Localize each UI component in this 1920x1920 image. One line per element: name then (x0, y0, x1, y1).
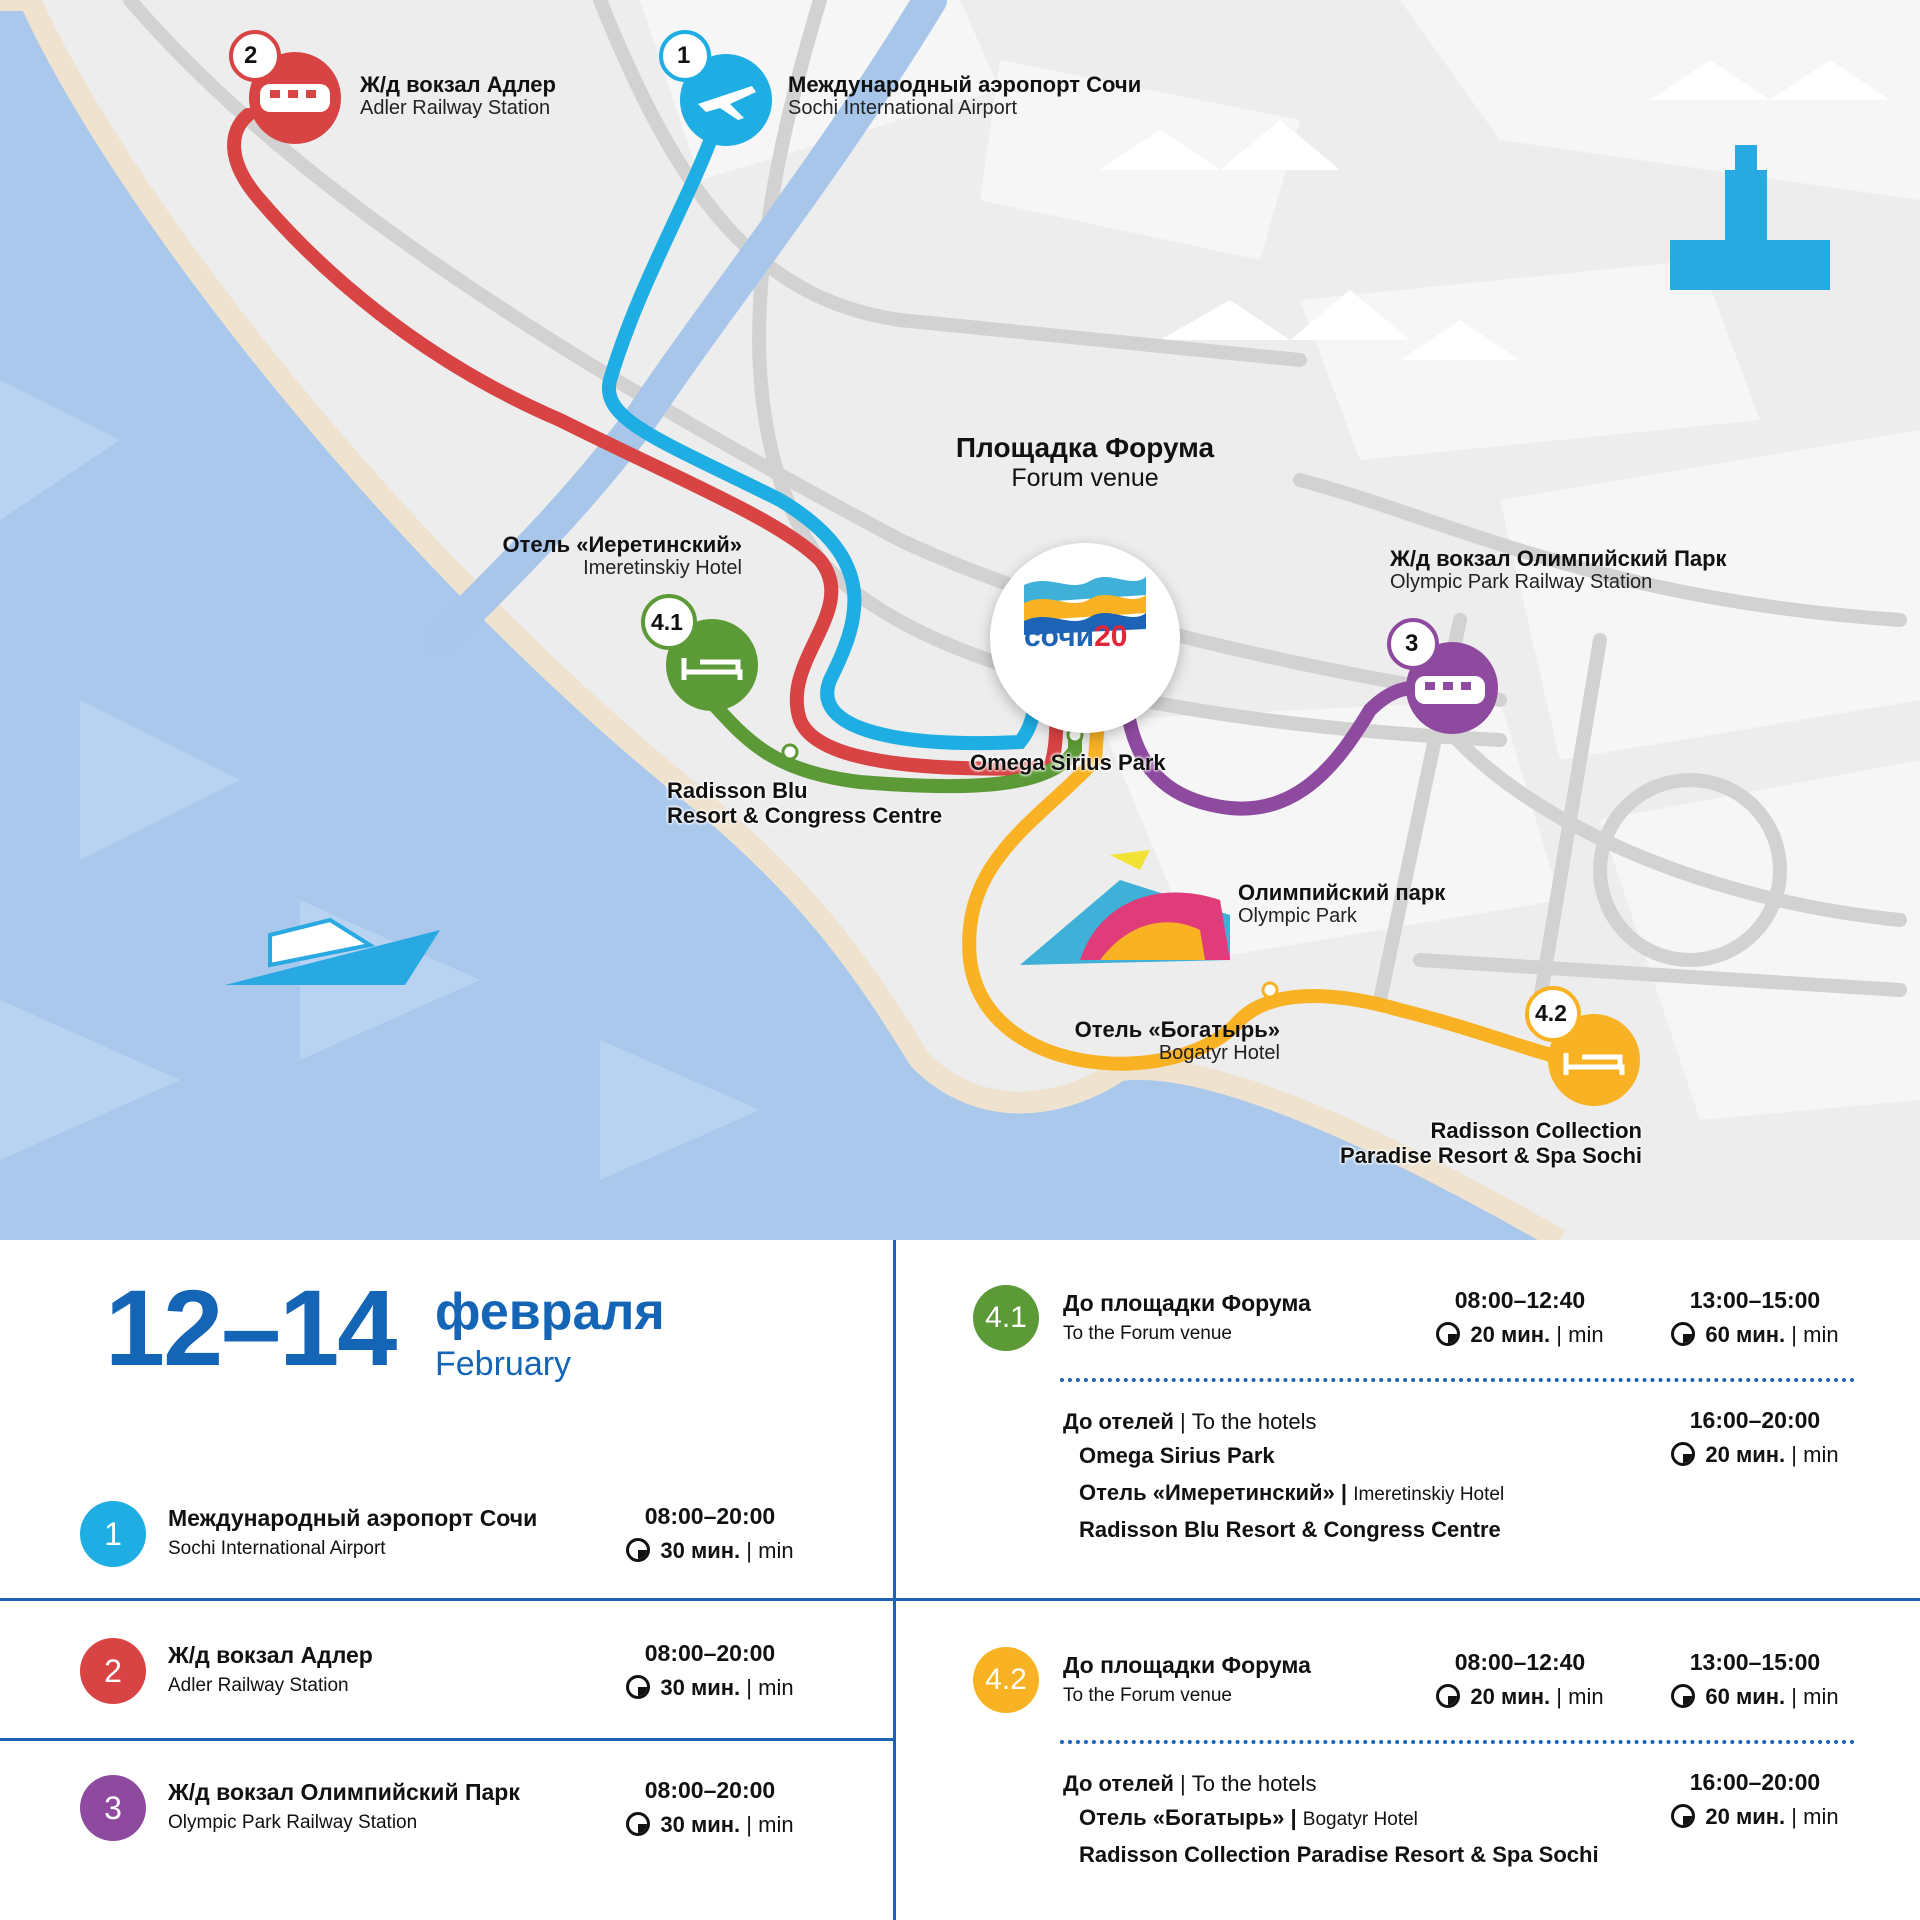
route-3-line (1118, 678, 1447, 816)
marker-3[interactable] (1387, 618, 1498, 734)
label-omega: Omega Sirius Park (970, 750, 1166, 775)
shuttle-42-slot1: 08:00–12:40 20 мин. | min (1420, 1649, 1620, 1710)
divider-vertical (893, 1240, 896, 1920)
divider-left-1 (0, 1598, 893, 1601)
label-imeretinskiy: Отель «Иеретинский»Imeretinskiy Hotel (502, 532, 742, 580)
shuttle-41-slot3: 16:00–20:00 20 мин. | min (1655, 1407, 1855, 1468)
marker-2[interactable] (229, 30, 341, 144)
shuttle-42-badge: 4.2 (973, 1647, 1039, 1713)
shuttle-41-slot1: 08:00–12:40 20 мин. | min (1420, 1287, 1620, 1348)
clock-icon (1671, 1804, 1696, 1828)
route-1-line (601, 113, 1043, 751)
divider-left-2 (0, 1738, 893, 1741)
pin-num-42: 4.2 (1535, 1000, 1567, 1026)
boat-icon (225, 917, 440, 985)
clock-icon (626, 1538, 651, 1562)
shuttle-42-slot2: 13:00–15:00 60 мин. | min (1655, 1649, 1855, 1710)
clock-icon (1436, 1322, 1461, 1346)
marker-42[interactable] (1525, 986, 1640, 1106)
clock-icon (1436, 1684, 1461, 1708)
route-1-badge: 1 (80, 1501, 146, 1567)
sea (0, 0, 1560, 1240)
sochi20-logo-text: сочи20 (1024, 620, 1128, 653)
mountain-peaks (1100, 60, 1890, 360)
route-3-badge: 3 (80, 1775, 146, 1841)
olympic-park-logo-icon (1020, 850, 1230, 965)
clock-icon (1671, 1322, 1696, 1346)
route-2-line (227, 108, 1064, 776)
sochi-waves-icon (1024, 577, 1146, 635)
month-en: February (435, 1345, 572, 1383)
sochi20-logo (990, 543, 1180, 733)
route-42-line (962, 683, 1597, 1072)
shuttle-41-slot2: 13:00–15:00 60 мин. | min (1655, 1287, 1855, 1348)
shuttle-42-slot3: 16:00–20:00 20 мин. | min (1655, 1769, 1855, 1830)
route-3-schedule: 08:00–20:00 30 мин. | min (610, 1777, 810, 1838)
month-ru: февраля (435, 1283, 665, 1341)
clock-icon (1671, 1442, 1696, 1466)
river (423, 0, 947, 657)
dotted-divider (1060, 1740, 1855, 1744)
date-range: 12–14 (105, 1267, 397, 1388)
land-blocks (640, 0, 1920, 1120)
shuttle-41-badge: 4.1 (973, 1285, 1039, 1351)
marker-41[interactable] (641, 594, 758, 711)
route-2-schedule: 08:00–20:00 30 мин. | min (610, 1640, 810, 1701)
route-1-schedule: 08:00–20:00 30 мин. | min (610, 1503, 810, 1564)
clock-icon (626, 1675, 651, 1699)
route-map (0, 0, 1920, 1240)
clock-icon (626, 1812, 651, 1836)
route-41-line (693, 683, 1082, 794)
label-bogatyr: Отель «Богатырь»Bogatyr Hotel (1074, 1017, 1280, 1065)
pin-num-3: 3 (1405, 630, 1419, 657)
shuttle-42-hotels: До отелей | To the hotels Отель «Богатыр… (1063, 1771, 1599, 1867)
route-2-badge: 2 (80, 1638, 146, 1704)
divider-right (896, 1598, 1920, 1601)
schedule-panel (0, 1240, 1920, 1920)
pin-num-1: 1 (677, 42, 691, 69)
pin-num-2: 2 (244, 42, 258, 69)
railway-tower-icon (1670, 145, 1830, 290)
dotted-divider (1060, 1378, 1855, 1382)
shuttle-41-hotels: До отелей | To the hotels Omega Sirius P… (1063, 1409, 1505, 1542)
marker-1[interactable] (659, 30, 772, 146)
pin-num-41: 4.1 (651, 609, 683, 635)
clock-icon (1671, 1684, 1696, 1708)
